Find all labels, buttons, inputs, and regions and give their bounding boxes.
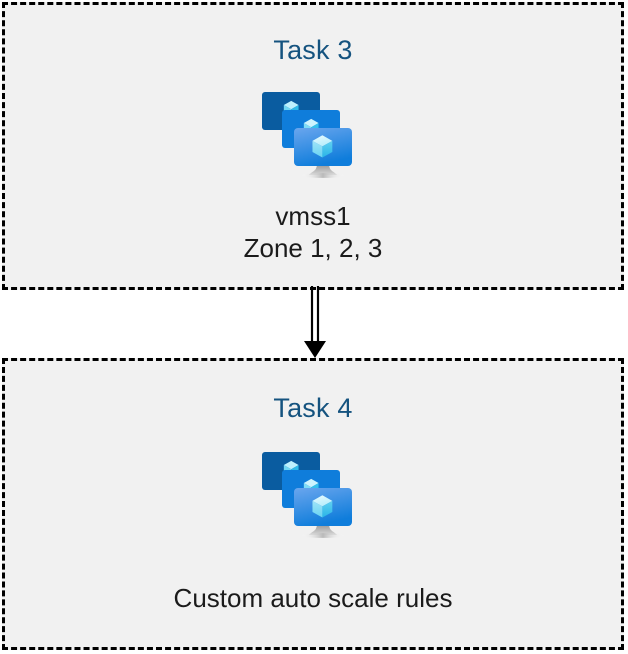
- task-3-caption-line-2: Zone 1, 2, 3: [243, 233, 383, 263]
- task-3-title: Task 3: [273, 35, 353, 65]
- task-box-task-3: Task 3: [2, 2, 624, 290]
- vmss-monitor-stand: [301, 525, 345, 538]
- task-3-caption: vmss1 Zone 1, 2, 3: [244, 200, 383, 264]
- task-box-task-4: Task 4: [2, 358, 624, 650]
- azure-vm-scale-set-icon: [262, 92, 352, 178]
- task-4-title: Task 4: [273, 393, 353, 423]
- task-3-caption-line-1: vmss1: [275, 201, 351, 231]
- vmss-monitor-stand: [301, 165, 345, 178]
- arrow-head-icon: [304, 341, 326, 358]
- azure-vm-scale-set-icon: [262, 452, 352, 538]
- task-4-caption: Custom auto scale rules: [174, 582, 453, 614]
- task-4-caption-line-1: Custom auto scale rules: [173, 583, 453, 613]
- vmss-screen-front: [294, 488, 352, 526]
- connector-arrow-task3-to-task4: [304, 286, 326, 358]
- vmss-screen-front: [294, 128, 352, 166]
